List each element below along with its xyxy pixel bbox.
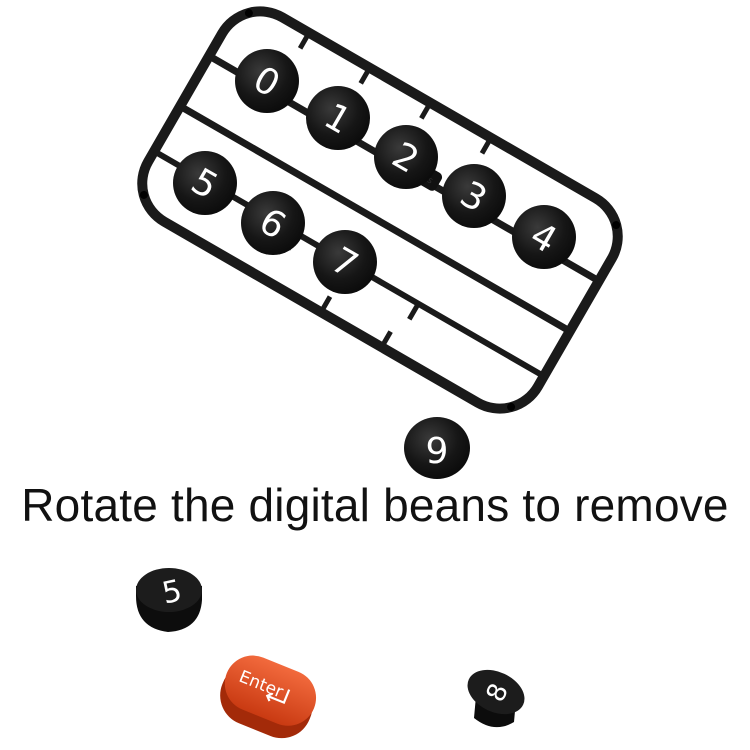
instruction-caption: Rotate the digital beans to remove (21, 479, 729, 531)
keycap-3: 3 (442, 164, 506, 228)
frame-rail-middle (178, 103, 572, 335)
keycap-6: 6 (241, 191, 305, 255)
frame-outer (137, 6, 623, 414)
keycap-9-loose: 9 (404, 417, 470, 479)
keycap-5: 5 (173, 151, 237, 215)
keycap-8-3d: 8 (467, 669, 525, 728)
keycap-7: 7 (313, 230, 377, 294)
frame-pin (244, 9, 253, 18)
keycap-4: 4 (512, 205, 576, 269)
enter-arrow-icon (265, 689, 291, 705)
keycap-2: 2 (374, 125, 438, 189)
frame-pin (507, 402, 516, 411)
keycap-0: 0 (235, 49, 299, 113)
frame-pin (139, 190, 148, 199)
frame-pin (612, 221, 621, 230)
enter-keycap: Enter (220, 655, 317, 739)
keycap-5-3d: 5 (136, 568, 202, 632)
keycap-9-legend: 9 (426, 431, 449, 472)
keycap-1: 1 (306, 86, 370, 150)
